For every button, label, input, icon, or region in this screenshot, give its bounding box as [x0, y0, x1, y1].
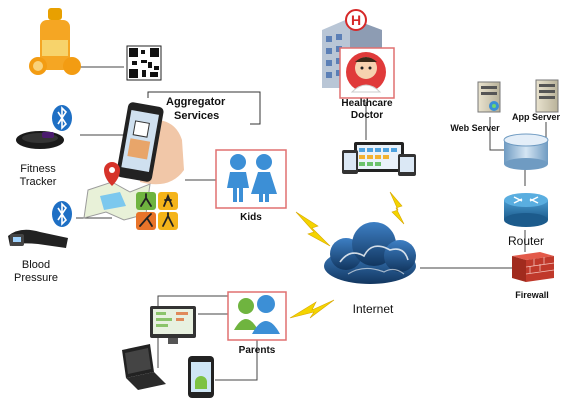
aggregator-label-line2: Services [174, 110, 220, 122]
smartphone-icon [116, 102, 184, 185]
blood-pressure-label: Blood Pressure [6, 259, 66, 285]
kids-icon [215, 149, 287, 209]
fitness-label-line2: Tracker [19, 176, 57, 188]
devices-icon [342, 142, 416, 176]
doctor-icon [339, 47, 395, 99]
map-icon [83, 162, 151, 221]
parents-icon [227, 291, 287, 341]
aggregator-services-label: Aggregator Services [166, 95, 225, 123]
router-icon [504, 193, 548, 227]
lightning-icon [289, 191, 405, 319]
healthcare-doctor-label: Healthcare Doctor [334, 98, 400, 122]
server-icon [477, 81, 501, 113]
android-phone-icon [188, 356, 214, 398]
firewall-icon [512, 252, 555, 282]
firewall-label: Firewall [515, 290, 549, 300]
parents-label: Parents [238, 345, 276, 356]
aggregator-label-line1: Aggregator [166, 96, 226, 108]
activity-icon [136, 192, 178, 230]
server-icon [535, 79, 559, 113]
connector-lines [76, 66, 547, 381]
qr-code-icon [126, 45, 162, 81]
web-server-label: Web Server [450, 123, 500, 133]
blood-pressure-cuff-icon [8, 229, 68, 248]
fitness-band-icon [16, 131, 64, 149]
internet-label: Internet [352, 302, 394, 316]
blood-label-line1: Blood [21, 259, 51, 271]
juice-bottle-icon [29, 8, 81, 75]
database-cylinder-icon [503, 133, 549, 170]
fitness-tracker-label: Fitness Tracker [12, 163, 64, 189]
app-server-label: App Server [512, 112, 561, 122]
laptop-icon [122, 344, 166, 390]
hospital-sign: H [351, 12, 361, 28]
router-label: Router [507, 234, 545, 248]
healthcare-label-line1: Healthcare [341, 98, 393, 109]
bluetooth-icon [52, 105, 72, 131]
bluetooth-icon [52, 201, 72, 227]
cloud-icon [324, 222, 416, 284]
aggregator-frame [147, 91, 261, 125]
blood-label-line2: Pressure [13, 272, 59, 284]
monitor-icon [150, 306, 196, 344]
healthcare-label-line2: Doctor [350, 110, 384, 121]
fitness-label-line1: Fitness [20, 163, 56, 175]
kids-label: Kids [240, 212, 262, 223]
